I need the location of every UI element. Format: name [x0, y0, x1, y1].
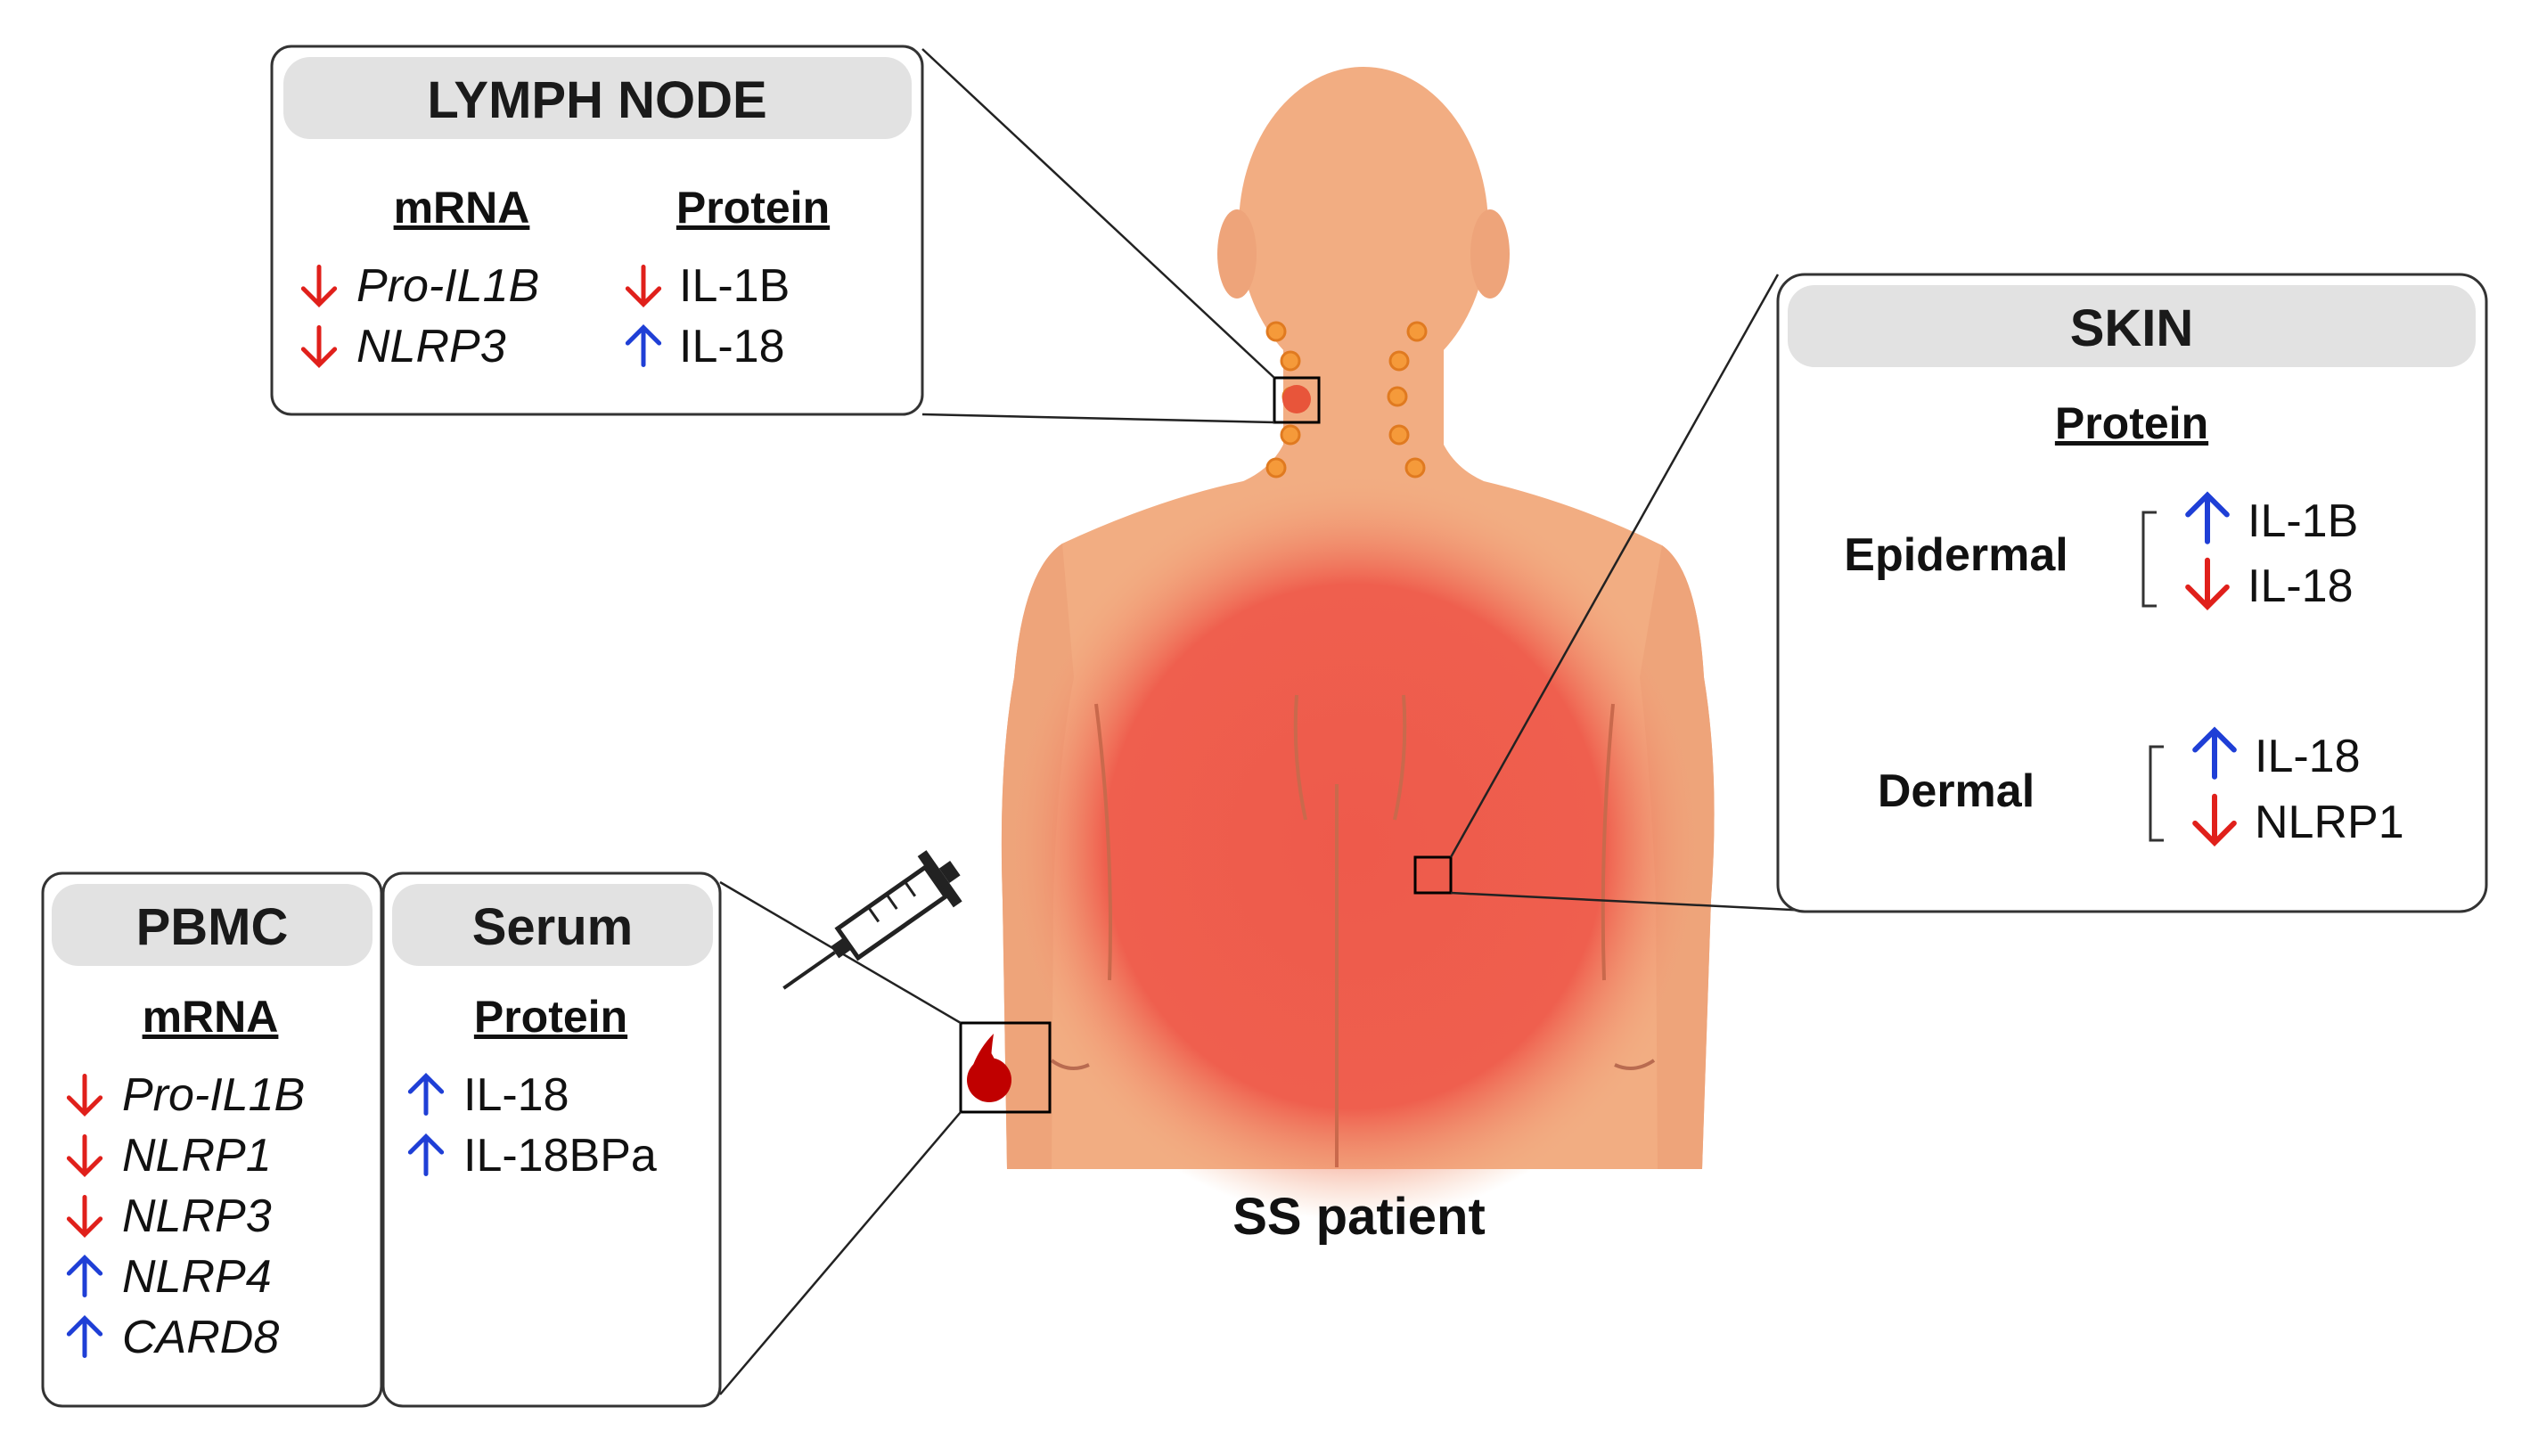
- connector-lines: [719, 48, 1810, 1395]
- right-ear: [1470, 209, 1510, 299]
- list-item-label: IL-18: [2248, 560, 2354, 612]
- patient-figure: [782, 67, 1715, 1221]
- down-arrow-icon: [300, 265, 338, 308]
- list-item-label: IL-18: [2255, 731, 2361, 782]
- skin-focus-box: [1413, 855, 1453, 895]
- up-arrow-icon: [2185, 491, 2230, 544]
- list-item: NLRP3: [66, 1190, 272, 1242]
- skin-epidermal-label: Epidermal: [1844, 529, 2068, 581]
- lymph-node-title: LYMPH NODE: [427, 71, 766, 129]
- list-item-label: IL-1B: [679, 260, 790, 312]
- dermal-bracket: [2149, 745, 2164, 842]
- left-ear: [1217, 209, 1257, 299]
- up-arrow-icon: [407, 1133, 445, 1176]
- list-item: IL-18: [2185, 557, 2354, 612]
- down-arrow-icon: [66, 1195, 103, 1239]
- up-arrow-icon: [66, 1314, 103, 1358]
- skin-title: SKIN: [2070, 299, 2194, 357]
- list-item: NLRP1: [66, 1130, 272, 1182]
- list-item-label: IL-18: [679, 321, 785, 372]
- syringe-icon: [782, 850, 962, 990]
- list-item-label: IL-1B: [2248, 495, 2358, 547]
- serum-protein-heading: Protein: [474, 992, 627, 1042]
- head: [1239, 67, 1488, 388]
- down-arrow-icon: [2192, 793, 2237, 847]
- list-item-label: IL-18: [463, 1069, 569, 1121]
- list-item-label: NLRP1: [122, 1130, 272, 1182]
- down-arrow-icon: [2185, 557, 2230, 610]
- patient-label: SS patient: [1232, 1188, 1486, 1246]
- up-arrow-icon: [625, 323, 662, 367]
- list-item: Pro-IL1B: [300, 260, 539, 312]
- list-item: NLRP3: [300, 321, 506, 372]
- epidermal-bracket: [2141, 511, 2157, 608]
- list-item-label: NLRP4: [122, 1251, 272, 1303]
- down-arrow-icon: [625, 265, 662, 308]
- list-item-label: Pro-IL1B: [122, 1069, 305, 1121]
- up-arrow-icon: [2192, 726, 2237, 780]
- lymph-node-mrna-heading: mRNA: [394, 183, 530, 233]
- list-item: IL-18BPa: [407, 1130, 657, 1182]
- list-item: IL-1B: [2185, 491, 2358, 547]
- list-item-label: IL-18BPa: [463, 1130, 657, 1182]
- list-item: NLRP1: [2192, 793, 2404, 848]
- up-arrow-icon: [407, 1072, 445, 1116]
- pbmc-title: PBMC: [136, 898, 289, 956]
- list-item-label: NLRP3: [356, 321, 506, 372]
- neck: [1283, 339, 1444, 472]
- list-item: Pro-IL1B: [66, 1069, 305, 1121]
- down-arrow-icon: [66, 1134, 103, 1178]
- list-item: IL-18: [2192, 726, 2361, 782]
- list-item: IL-18: [407, 1069, 569, 1121]
- skin-epidermal-list: IL-1B IL-18: [2185, 491, 2358, 612]
- lymph-node-panel: LYMPH NODE mRNA Protein Pro-IL1B NLRP3 IL…: [270, 45, 924, 416]
- list-item: IL-1B: [625, 260, 790, 312]
- skin-panel: SKIN Protein Epidermal Dermal IL-1B IL-18…: [1776, 273, 2488, 913]
- list-item: NLRP4: [66, 1251, 272, 1303]
- list-item-label: Pro-IL1B: [356, 260, 539, 312]
- down-arrow-icon: [300, 325, 338, 369]
- skin-rash: [998, 472, 1711, 1221]
- lymph-node-protein-list: IL-1B IL-18: [625, 260, 790, 372]
- lymph-node-mrna-list: Pro-IL1B NLRP3: [300, 260, 539, 372]
- skin-dermal-label: Dermal: [1878, 765, 2035, 817]
- up-arrow-icon: [66, 1254, 103, 1297]
- pbmc-mrna-heading: mRNA: [143, 992, 279, 1042]
- down-arrow-icon: [66, 1074, 103, 1117]
- list-item-label: CARD8: [122, 1312, 279, 1363]
- skin-protein-heading: Protein: [2055, 398, 2208, 448]
- list-item: IL-18: [625, 321, 785, 372]
- blood-focus-box: [959, 1021, 1052, 1114]
- list-item: CARD8: [66, 1312, 279, 1363]
- highlighted-lymph-node: [1282, 385, 1311, 413]
- serum-title: Serum: [472, 898, 634, 956]
- list-item-label: NLRP3: [122, 1190, 272, 1242]
- lymph-node-protein-heading: Protein: [676, 183, 830, 233]
- list-item-label: NLRP1: [2255, 797, 2404, 848]
- lymph-node-focus-box: [1273, 376, 1321, 424]
